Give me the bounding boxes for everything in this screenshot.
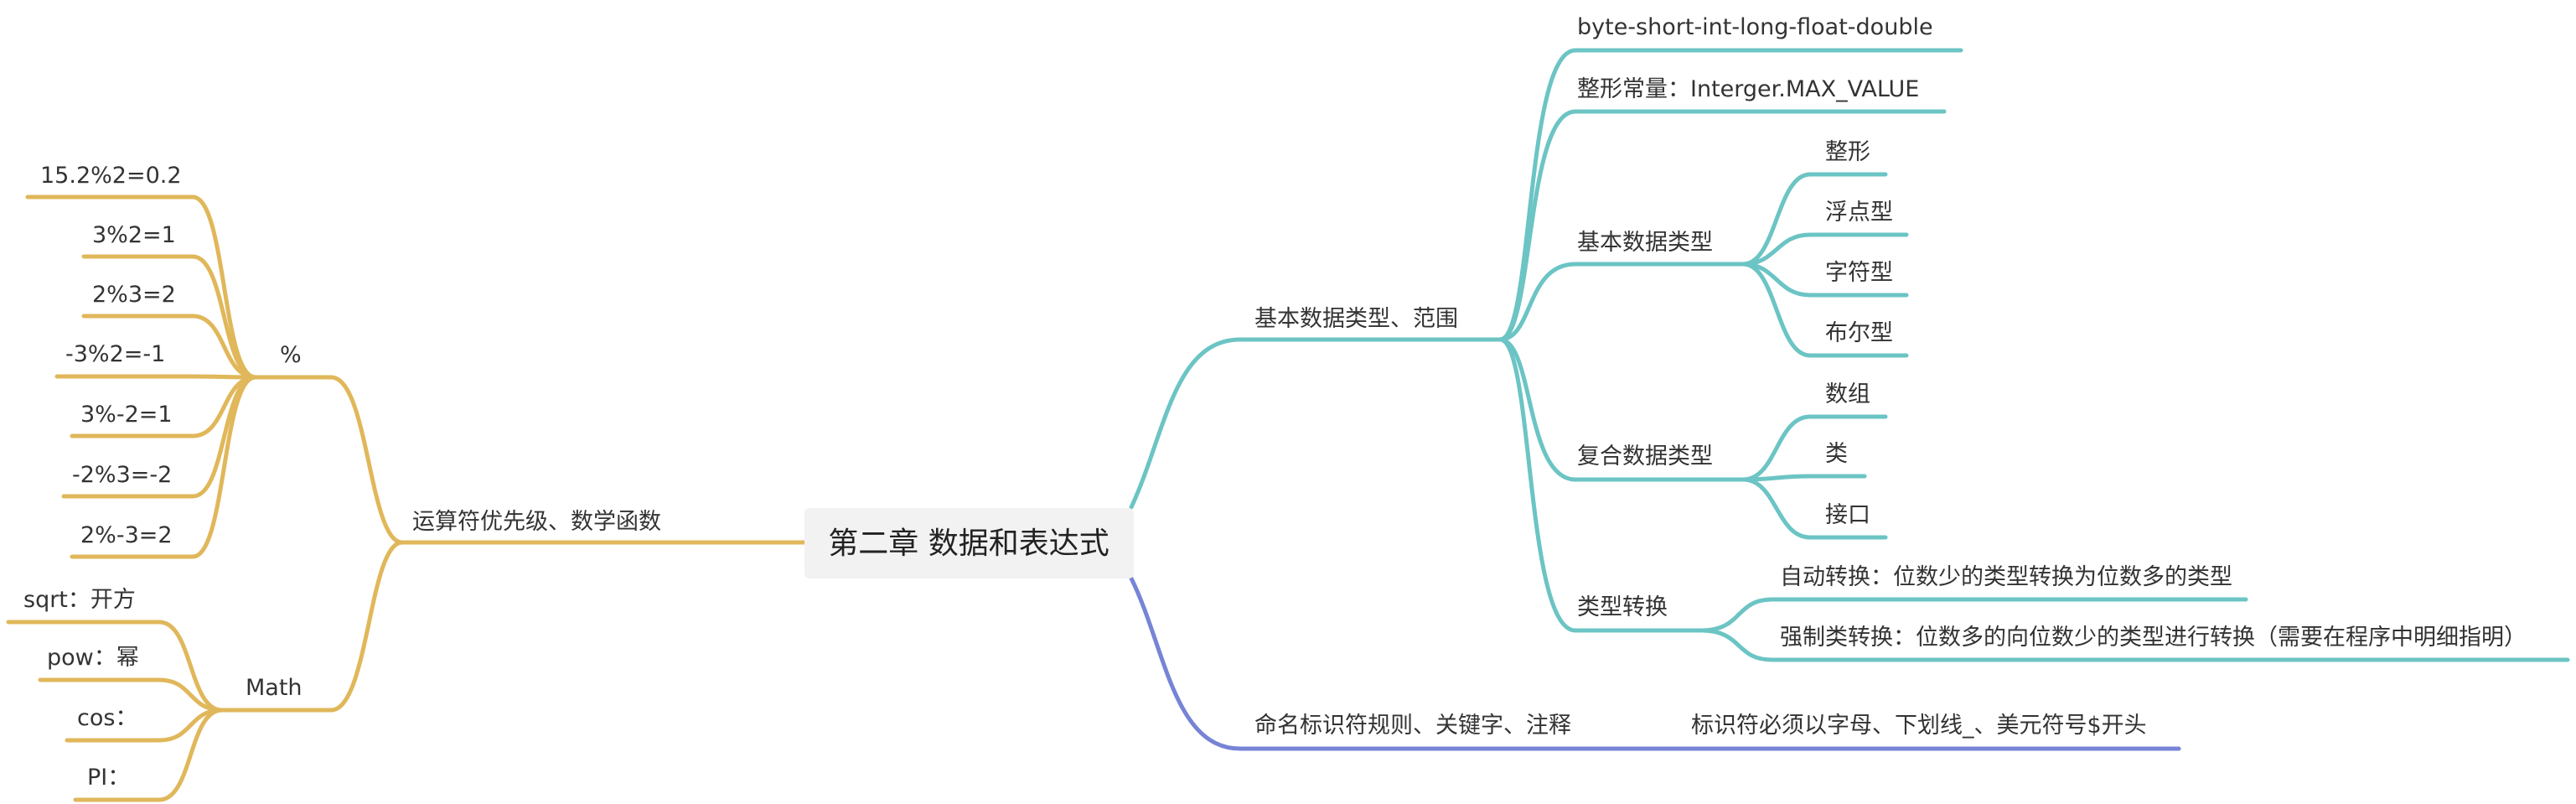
edge-ops-math: [220, 540, 405, 713]
root-node[interactable]: 第二章 数据和表达式: [804, 508, 1134, 578]
node-mod-item-6[interactable]: 2%-3=2: [80, 522, 173, 548]
edge-conv-force: [1699, 628, 2570, 662]
node-comp-interface[interactable]: 接口: [1825, 502, 1870, 528]
edge-math-pow: [38, 677, 225, 713]
edge-root-basic: [1129, 337, 1503, 510]
node-comp-class[interactable]: 类: [1825, 441, 1848, 467]
node-operators[interactable]: 运算符优先级、数学函数: [412, 509, 661, 535]
edge-basic-intconst: [1497, 109, 1947, 342]
branch-naming-lines: [1129, 576, 2181, 751]
edge-mod-0: [25, 195, 258, 380]
root-label: 第二章 数据和表达式: [828, 526, 1109, 561]
edge-basic-conversion: [1497, 337, 1704, 633]
node-mod-item-0[interactable]: 15.2%2=0.2: [40, 163, 182, 189]
edge-mod-1: [81, 254, 258, 380]
node-naming-rules[interactable]: 命名标识符规则、关键字、注释: [1254, 713, 1571, 739]
node-modulo[interactable]: %: [280, 342, 302, 368]
edge-conv-auto: [1699, 597, 2248, 633]
branch-basic-types-lines: [1129, 48, 2570, 662]
node-composite-types[interactable]: 复合数据类型: [1577, 443, 1713, 469]
node-comp-array[interactable]: 数组: [1825, 381, 1870, 407]
node-math[interactable]: Math: [246, 675, 303, 701]
edge-types-float: [1741, 232, 1909, 267]
node-basic-types-range[interactable]: 基本数据类型、范围: [1254, 306, 1458, 332]
node-type-float[interactable]: 浮点型: [1825, 200, 1893, 226]
edge-mod-6: [70, 375, 258, 559]
node-type-conversion[interactable]: 类型转换: [1577, 594, 1668, 620]
node-math-pi[interactable]: PI：: [87, 765, 130, 791]
edge-basic-composite: [1497, 337, 1746, 482]
edge-math-sqrt: [6, 620, 225, 713]
node-basic-data-types[interactable]: 基本数据类型: [1577, 230, 1713, 256]
node-type-int[interactable]: 整形: [1825, 139, 1870, 165]
node-mod-item-2[interactable]: 2%3=2: [92, 282, 176, 308]
edge-ops-modulo: [253, 375, 405, 545]
node-identifier-rule[interactable]: 标识符必须以字母、下划线_、美元符号$开头: [1691, 713, 2147, 739]
edge-mod-2: [81, 314, 258, 380]
node-mod-item-3[interactable]: -3%2=-1: [65, 341, 165, 367]
edge-comp-class: [1741, 474, 1867, 482]
root-node-box: [804, 508, 1134, 578]
edge-comp-array: [1741, 414, 1888, 482]
node-math-sqrt[interactable]: sqrt：开方: [23, 587, 136, 613]
node-type-order[interactable]: byte-short-int-long-float-double: [1577, 14, 1933, 40]
branch-operators-lines: [6, 195, 807, 802]
node-int-constant[interactable]: 整形常量：Interger.MAX_VALUE: [1577, 76, 1919, 102]
node-conv-force[interactable]: 强制类转换：位数多的向位数少的类型进行转换（需要在程序中明细指明）: [1780, 625, 2527, 651]
edge-mod-3: [54, 374, 258, 380]
edge-basic-types: [1497, 262, 1746, 342]
edge-comp-interface: [1741, 477, 1888, 540]
node-type-bool[interactable]: 布尔型: [1825, 320, 1893, 346]
edge-root-naming: [1129, 576, 1670, 751]
node-conv-auto[interactable]: 自动转换：位数少的类型转换为位数多的类型: [1780, 564, 2232, 590]
node-mod-item-4[interactable]: 3%-2=1: [80, 402, 173, 428]
edge-types-bool: [1741, 262, 1909, 358]
node-mod-item-1[interactable]: 3%2=1: [92, 222, 176, 248]
node-math-cos[interactable]: cos：: [77, 705, 137, 731]
node-math-pow[interactable]: pow：幂: [47, 645, 139, 671]
edge-math-pi: [73, 708, 225, 802]
node-mod-item-5[interactable]: -2%3=-2: [72, 462, 172, 488]
node-type-char[interactable]: 字符型: [1825, 260, 1893, 286]
edge-types-int: [1741, 172, 1888, 267]
